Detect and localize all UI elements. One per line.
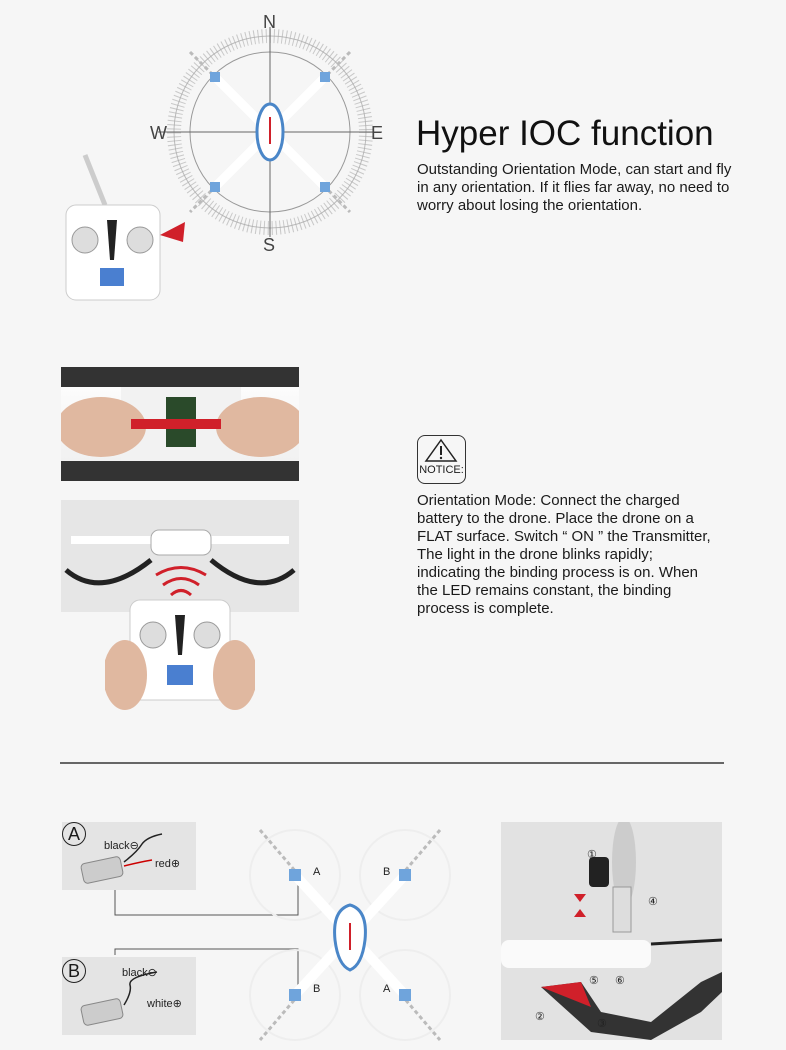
notice-badge: NOTICE: [417, 435, 466, 484]
section-title: Hyper IOC function [416, 114, 714, 153]
part-6: ⑥ [615, 975, 625, 987]
motor-b-badge: B [62, 959, 86, 983]
section-divider [60, 762, 724, 764]
compass-south: S [263, 235, 276, 255]
hero-description: Outstanding Orientation Mode, can start … [417, 161, 732, 214]
notice-text: Orientation Mode: Connect the charged ba… [417, 492, 711, 617]
compass-north: N [263, 12, 276, 32]
transmitter-image [65, 154, 185, 301]
motor-b-wire-white: white⊕ [147, 998, 182, 1010]
motor-a-wire-black: black⊖ [104, 840, 139, 852]
arm-label-front-left: A [313, 866, 321, 878]
part-5: ⑤ [589, 975, 599, 987]
arm-label-front-right: B [383, 866, 391, 878]
part-1: ① [587, 849, 597, 861]
notice-label: NOTICE: [419, 464, 464, 476]
battery-photo [61, 367, 299, 481]
part-3: ③ [597, 1018, 607, 1030]
transmitter-hands-image [105, 599, 255, 710]
arm-label-rear-left: B [313, 983, 321, 995]
drone-top-view [114, 829, 451, 1041]
part-2: ② [535, 1011, 545, 1023]
arm-label-rear-right: A [383, 983, 391, 995]
motor-b-wire-black: black⊖ [122, 967, 157, 979]
motor-a-badge: A [62, 822, 86, 846]
warning-icon [424, 438, 458, 462]
compass-illustration [158, 27, 382, 237]
compass-east: E [371, 123, 384, 143]
motor-a-wire-red: red⊕ [155, 858, 181, 870]
motor-b-photo: B black⊖ white⊕ [62, 957, 196, 1035]
motor-a-photo: A black⊖ red⊕ [62, 822, 196, 890]
motor-assembly-photo: ① ② ③ ④ ⑤ ⑥ [501, 822, 722, 1040]
compass-west: W [150, 123, 167, 143]
drone-binding-photo [61, 500, 299, 612]
part-4: ④ [648, 896, 658, 908]
